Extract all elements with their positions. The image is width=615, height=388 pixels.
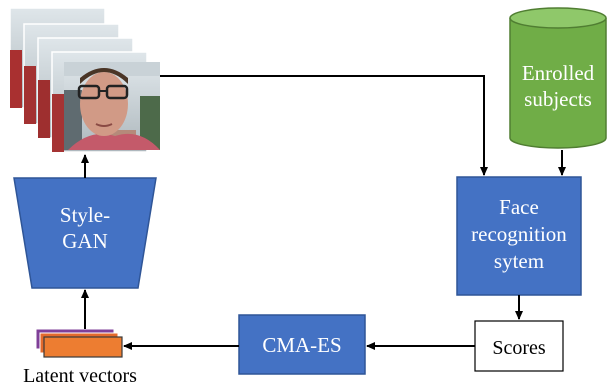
stylegan-label-line2: GAN — [62, 229, 108, 253]
arrow-images-to-face-recognition — [160, 75, 488, 176]
enrolled-label-line2: subjects — [524, 87, 592, 111]
cmaes-label: CMA-ES — [262, 333, 341, 357]
enrolled-subjects-cylinder: Enrolled subjects — [509, 7, 607, 149]
face-recognition-label-line3: sytem — [494, 249, 544, 273]
enrolled-label-line1: Enrolled — [522, 61, 595, 85]
latent-vectors-label: Latent vectors — [23, 365, 137, 387]
latent-vectors-stack — [35, 328, 123, 358]
scores-box: Scores — [474, 320, 564, 372]
arrows — [81, 75, 566, 350]
face-recognition-label-line1: Face — [499, 195, 539, 219]
face-recognition-label-line2: recognition — [471, 222, 567, 246]
stylegan-box: Style- GAN — [13, 177, 157, 289]
cmaes-box: CMA-ES — [238, 314, 366, 375]
generated-face-images — [9, 7, 160, 153]
face-recognition-box: Face recognition sytem — [456, 176, 582, 296]
stylegan-label-line1: Style- — [60, 203, 110, 227]
face-image-front — [64, 62, 160, 150]
scores-label: Scores — [492, 337, 546, 359]
